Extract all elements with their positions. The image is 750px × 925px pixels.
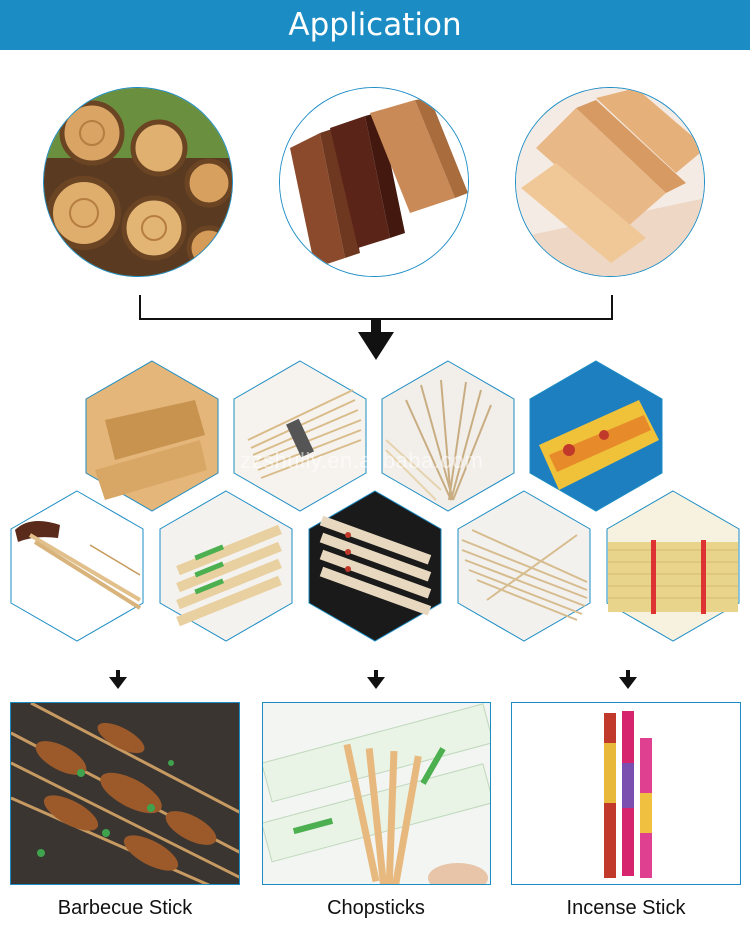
hex-chopsticks-rest: [10, 490, 144, 642]
application-banner: Application: [0, 0, 750, 50]
down-arrow-icon: [358, 320, 394, 360]
hex-loose-skewers: [457, 490, 591, 642]
hex-wrapped-chopsticks: [159, 490, 293, 642]
circle-wood-blocks-image: [279, 87, 469, 277]
hex-wood-strips: [85, 360, 219, 512]
barbecue-stick-image: [10, 702, 240, 885]
hex-incense-sticks: [529, 360, 663, 512]
incense-stick-image: [511, 702, 741, 885]
chopsticks-image: [262, 702, 491, 885]
hex-skewer-bundle: [381, 360, 515, 512]
arrow-down-icon: [109, 670, 127, 689]
incense-stick-label: Incense Stick: [566, 897, 686, 919]
arrow-down-icon: [367, 670, 385, 689]
page-title: Application: [288, 7, 462, 43]
watermark-text: zzshuliy.en.alibaba.com: [240, 448, 484, 473]
chopsticks-label: Chopsticks: [327, 897, 425, 919]
circle-wood-strips-image: [515, 87, 705, 277]
hex-bamboo-sticks: [233, 360, 367, 512]
hex-packed-chopsticks: [308, 490, 442, 642]
barbecue-stick-label: Barbecue Stick: [57, 897, 193, 919]
bracket-connector: [139, 295, 613, 320]
hex-bundled-sticks: [606, 490, 740, 642]
arrow-down-icon: [619, 670, 637, 689]
circle-logs-image: [43, 87, 233, 277]
